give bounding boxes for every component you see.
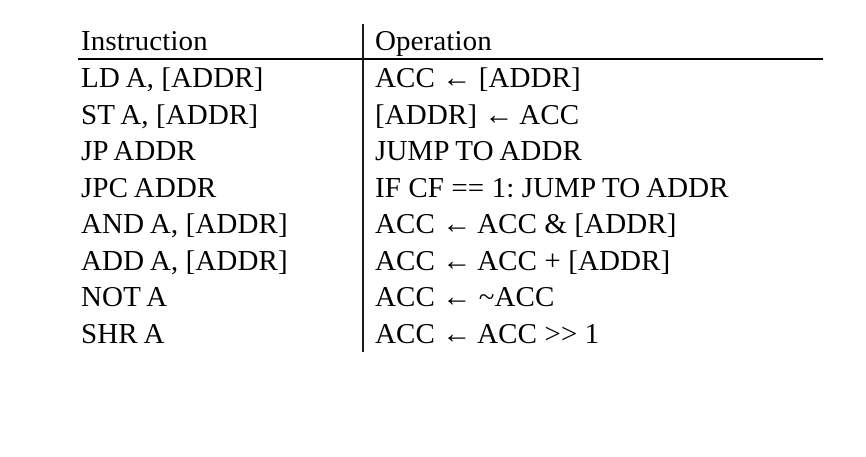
cell-operation: JUMP TO ADDR [375, 135, 582, 167]
table-row: AND A, [ADDR] ACC ← ACC & [ADDR] [78, 206, 823, 243]
cell-instruction: ADD A, [ADDR] [81, 244, 288, 277]
table-row: LD A, [ADDR] ACC ← [ADDR] [78, 60, 823, 97]
table-row: SHR A ACC ← ACC >> 1 [78, 316, 823, 353]
table-body: LD A, [ADDR] ACC ← [ADDR] ST A, [ADDR] [… [78, 60, 823, 352]
column-header-instruction: Instruction [81, 25, 208, 57]
table-row: JP ADDR JUMP TO ADDR [78, 133, 823, 170]
cell-instruction: AND A, [ADDR] [81, 208, 288, 240]
instruction-set-table: Instruction Operation LD A, [ADDR] ACC ←… [78, 24, 823, 352]
cell-instruction: JPC ADDR [81, 171, 217, 204]
cell-operation: ACC ← ACC + [ADDR] [375, 244, 671, 277]
column-header-operation: Operation [375, 25, 492, 57]
cell-operation: ACC ← ACC & [ADDR] [375, 208, 677, 240]
cell-operation: ACC ← ACC >> 1 [375, 317, 600, 350]
table-row: ADD A, [ADDR] ACC ← ACC + [ADDR] [78, 243, 823, 280]
cell-instruction: JP ADDR [81, 135, 196, 167]
table-row: ST A, [ADDR] [ADDR] ← ACC [78, 97, 823, 134]
cell-instruction: LD A, [ADDR] [81, 62, 264, 94]
cell-instruction: NOT A [81, 281, 168, 313]
cell-instruction: ST A, [ADDR] [81, 98, 259, 131]
table-header-row: Instruction Operation [78, 24, 823, 58]
column-vertical-divider [362, 24, 364, 352]
table-row: JPC ADDR IF CF == 1: JUMP TO ADDR [78, 170, 823, 207]
table-row: NOT A ACC ← ~ACC [78, 279, 823, 316]
cell-operation: ACC ← ~ACC [375, 281, 555, 313]
cell-operation: [ADDR] ← ACC [375, 98, 580, 131]
cell-instruction: SHR A [81, 317, 165, 350]
header-horizontal-rule [78, 58, 823, 60]
cell-operation: ACC ← [ADDR] [375, 62, 581, 94]
cell-operation: IF CF == 1: JUMP TO ADDR [375, 171, 729, 204]
